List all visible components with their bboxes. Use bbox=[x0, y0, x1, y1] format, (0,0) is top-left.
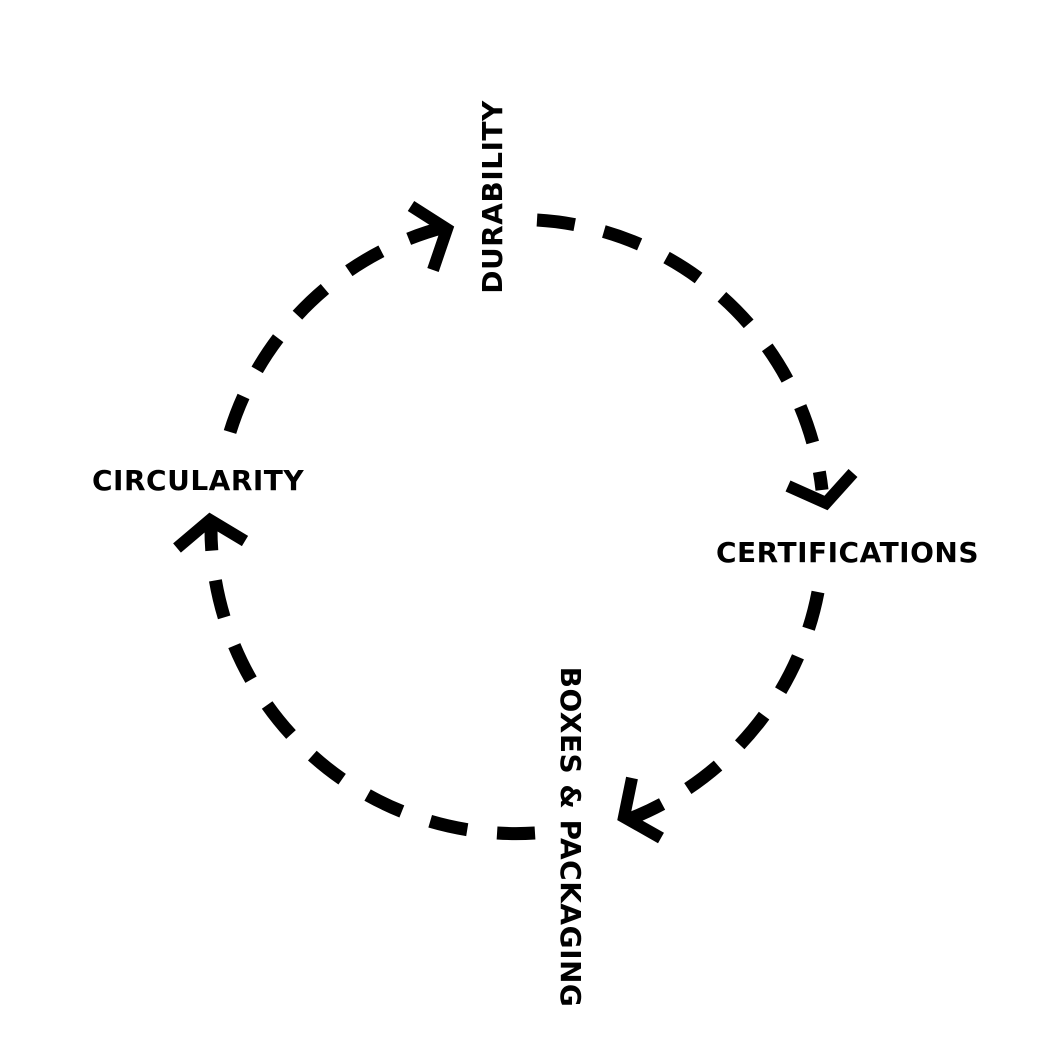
arrowhead-to-circularity-icon bbox=[173, 512, 249, 553]
cycle-arrowheads bbox=[173, 200, 858, 844]
arrowhead-to-durability-icon bbox=[407, 200, 455, 272]
step-label-certifications: CERTIFICATIONS bbox=[716, 536, 979, 569]
arrowhead-to-boxes-icon bbox=[617, 776, 664, 844]
connector-certifications-to-boxes bbox=[629, 590, 825, 825]
connector-boxes-to-circularity bbox=[204, 524, 536, 841]
cycle-connectors bbox=[204, 213, 829, 841]
arrowhead-to-certifications-icon bbox=[785, 468, 858, 511]
connector-circularity-to-durability bbox=[223, 220, 447, 434]
step-label-boxes-packaging: BOXES & PACKAGING bbox=[554, 667, 587, 1008]
step-label-durability: DURABILITY bbox=[476, 100, 509, 294]
step-label-circularity: CIRCULARITY bbox=[92, 464, 304, 497]
connector-durability-to-certifications bbox=[536, 213, 829, 491]
